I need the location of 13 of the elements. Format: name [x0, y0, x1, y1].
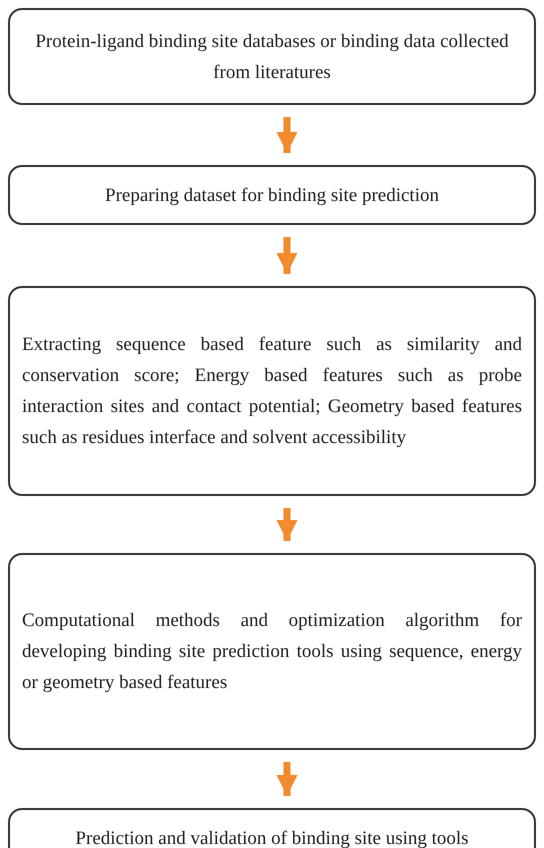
arrow [276, 117, 298, 153]
process-box [8, 165, 536, 225]
box-text: Computational methods and optimization algorithm for developing binding site prediction tools using sequence, energy or geometry based features [22, 609, 522, 695]
arrow [276, 508, 298, 541]
arrow [276, 762, 298, 796]
box-text: Protein-ligand binding site databases or binding data collected from literatures [34, 30, 510, 84]
box-text: Prediction and validation of binding site using tools [74, 826, 470, 848]
process-box [8, 286, 536, 496]
box-text: Extracting sequence based feature such as similarity and conservation score; Energy based features such as probe interaction sites and contact potential; Geometry based features such as residues interface and solvent accessibility [22, 333, 522, 450]
arrow [276, 237, 298, 274]
process-box [8, 553, 536, 750]
box-text: Preparing dataset for binding site prediction [104, 184, 440, 208]
process-box [8, 8, 536, 105]
